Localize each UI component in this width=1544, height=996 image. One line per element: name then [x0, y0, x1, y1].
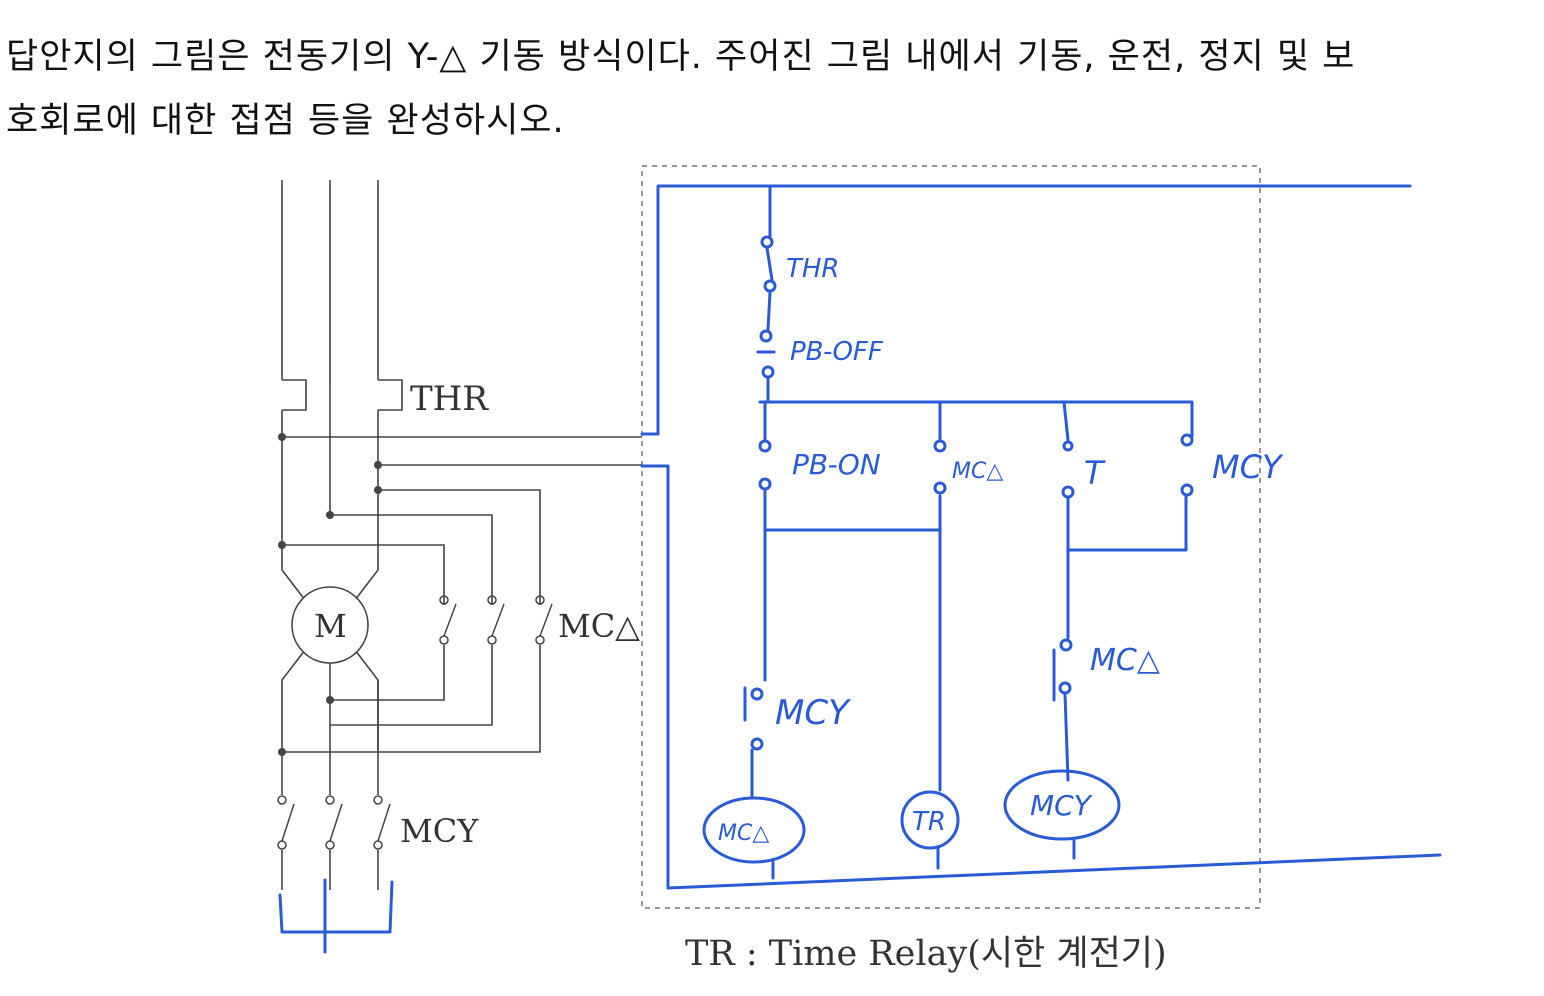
- hand-label-mcy-interlock: MCY: [1212, 448, 1284, 486]
- label-mc-delta: MC△: [558, 607, 640, 645]
- hand-label-mcy-contact: MCY: [775, 693, 851, 733]
- figure-caption: TR : Time Relay(시한 계전기): [685, 934, 1167, 974]
- label-thr: THR: [410, 379, 489, 419]
- hand-label-pb-off: PB-OFF: [790, 337, 884, 367]
- hand-label-mc-delta-contact: MC△: [1090, 643, 1160, 678]
- mc-delta-contacts: [439, 595, 553, 645]
- hand-label-tr-contact: T: [1084, 454, 1106, 492]
- coil-label-mcy: MCY: [1030, 789, 1093, 822]
- handwritten-wiring: [278, 184, 1442, 954]
- hand-label-thr: THR: [786, 254, 840, 284]
- junction-dots: [278, 433, 382, 756]
- coil-label-mc-delta: MC△: [718, 821, 769, 846]
- question-line-1: 답안지의 그림은 전동기의 Y-△ 기동 방식이다. 주어진 그림 내에서 기동…: [6, 37, 1356, 77]
- power-circuit: [281, 180, 642, 890]
- motor-symbol: [291, 586, 369, 664]
- label-mcy: MCY: [400, 812, 479, 850]
- coil-label-tr: TR: [912, 807, 946, 837]
- mcy-contacts: [277, 795, 391, 850]
- question-line-2: 호회로에 대한 접점 등을 완성하시오.: [6, 101, 565, 141]
- label-motor: M: [314, 607, 347, 645]
- control-circuit-box: [641, 165, 1261, 909]
- hand-label-pb-on: PB-ON: [792, 448, 881, 481]
- hand-label-mc-delta-seal: MC△: [952, 459, 1003, 484]
